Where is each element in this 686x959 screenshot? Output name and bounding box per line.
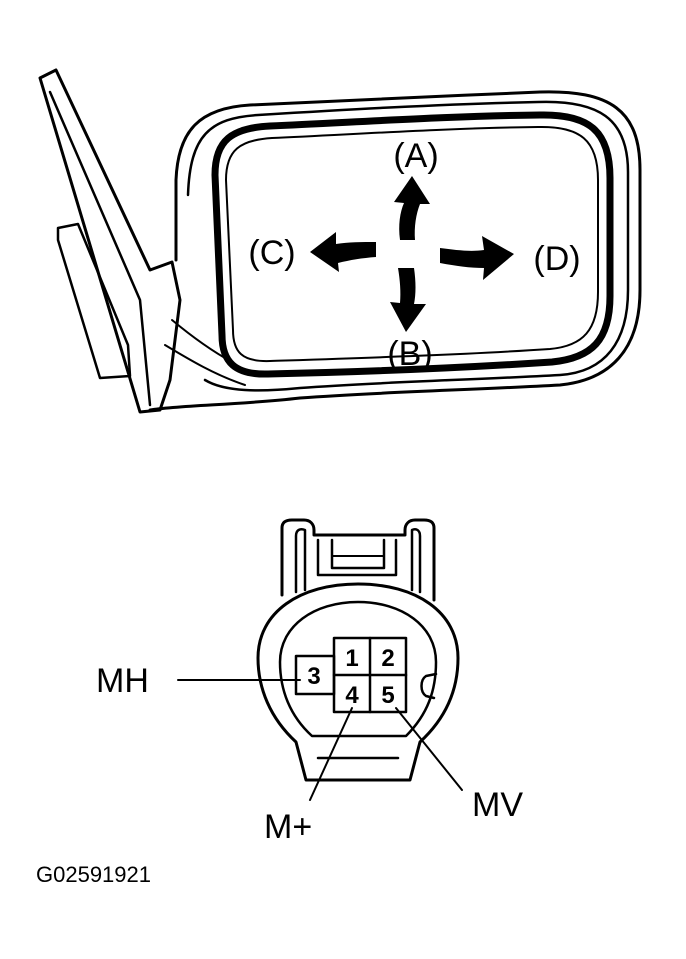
- leader-line-mv: [395, 707, 463, 791]
- arrow-up-icon: [394, 176, 430, 240]
- side-mirror: [38, 68, 642, 414]
- direction-label-down: (B): [387, 335, 432, 373]
- pin-2: 2: [381, 645, 394, 672]
- pin-1: 1: [345, 645, 358, 672]
- arrow-down-icon: [390, 268, 426, 332]
- pin-5: 5: [381, 682, 394, 709]
- direction-label-left: (C): [248, 234, 295, 272]
- pin-3: 3: [307, 663, 320, 690]
- figure-code: G02591921: [36, 862, 151, 887]
- leader-line-m-plus: [309, 707, 353, 801]
- terminal-label-mh: MH: [96, 662, 149, 700]
- direction-label-right: (D): [533, 240, 580, 278]
- pin-4: 4: [345, 682, 359, 709]
- terminal-label-mv: MV: [472, 786, 523, 824]
- arrow-left-icon: [310, 232, 376, 272]
- terminal-label-m-plus: M+: [264, 808, 312, 846]
- connector: [256, 518, 460, 782]
- direction-label-up: (A): [393, 137, 438, 175]
- direction-arrows: [310, 176, 514, 332]
- arrow-right-icon: [440, 236, 514, 280]
